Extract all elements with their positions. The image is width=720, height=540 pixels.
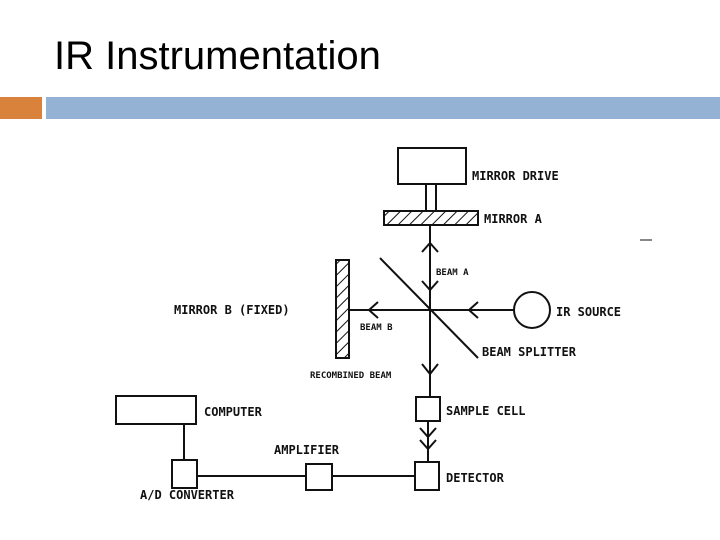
amplifier-box — [305, 463, 333, 491]
label-recombined-beam: RECOMBINED BEAM — [310, 371, 392, 381]
label-detector: DETECTOR — [446, 471, 505, 485]
ad-converter-box — [171, 459, 198, 489]
mirror-a — [383, 210, 479, 226]
label-beam-splitter: BEAM SPLITTER — [482, 345, 577, 359]
accent-bar-orange — [0, 97, 42, 119]
beam-b-arrow — [367, 301, 379, 319]
label-beam-b: BEAM B — [360, 323, 393, 333]
sample-arrow-2 — [419, 439, 437, 451]
detector-box — [414, 461, 440, 491]
label-mirror-drive: MIRROR DRIVE — [472, 169, 559, 183]
mirror-b — [335, 259, 350, 359]
label-amplifier: AMPLIFIER — [274, 443, 340, 457]
label-beam-a: BEAM A — [436, 268, 469, 278]
label-ir-source: IR SOURCE — [556, 305, 621, 319]
label-sample-cell: SAMPLE CELL — [446, 404, 525, 418]
mirror-drive-box — [397, 147, 467, 185]
recombined-beam-arrow — [421, 363, 439, 376]
ir-source-arrow — [467, 301, 479, 319]
accent-bar-blue — [46, 97, 720, 119]
slide-title: IR Instrumentation — [54, 34, 381, 78]
beam-splitter — [379, 257, 479, 359]
beam-a-arrow-down — [421, 280, 439, 292]
beam-a-arrow-up — [421, 241, 439, 253]
label-computer: COMPUTER — [204, 405, 263, 419]
sample-cell-box — [415, 396, 441, 422]
sample-arrow-1 — [419, 427, 437, 439]
ir-source-circle — [513, 291, 551, 329]
label-mirror-a: MIRROR A — [484, 212, 543, 226]
label-mirror-b: MIRROR B (FIXED) — [174, 303, 290, 317]
computer-box — [115, 395, 197, 425]
label-ad-converter: A/D CONVERTER — [140, 488, 235, 502]
